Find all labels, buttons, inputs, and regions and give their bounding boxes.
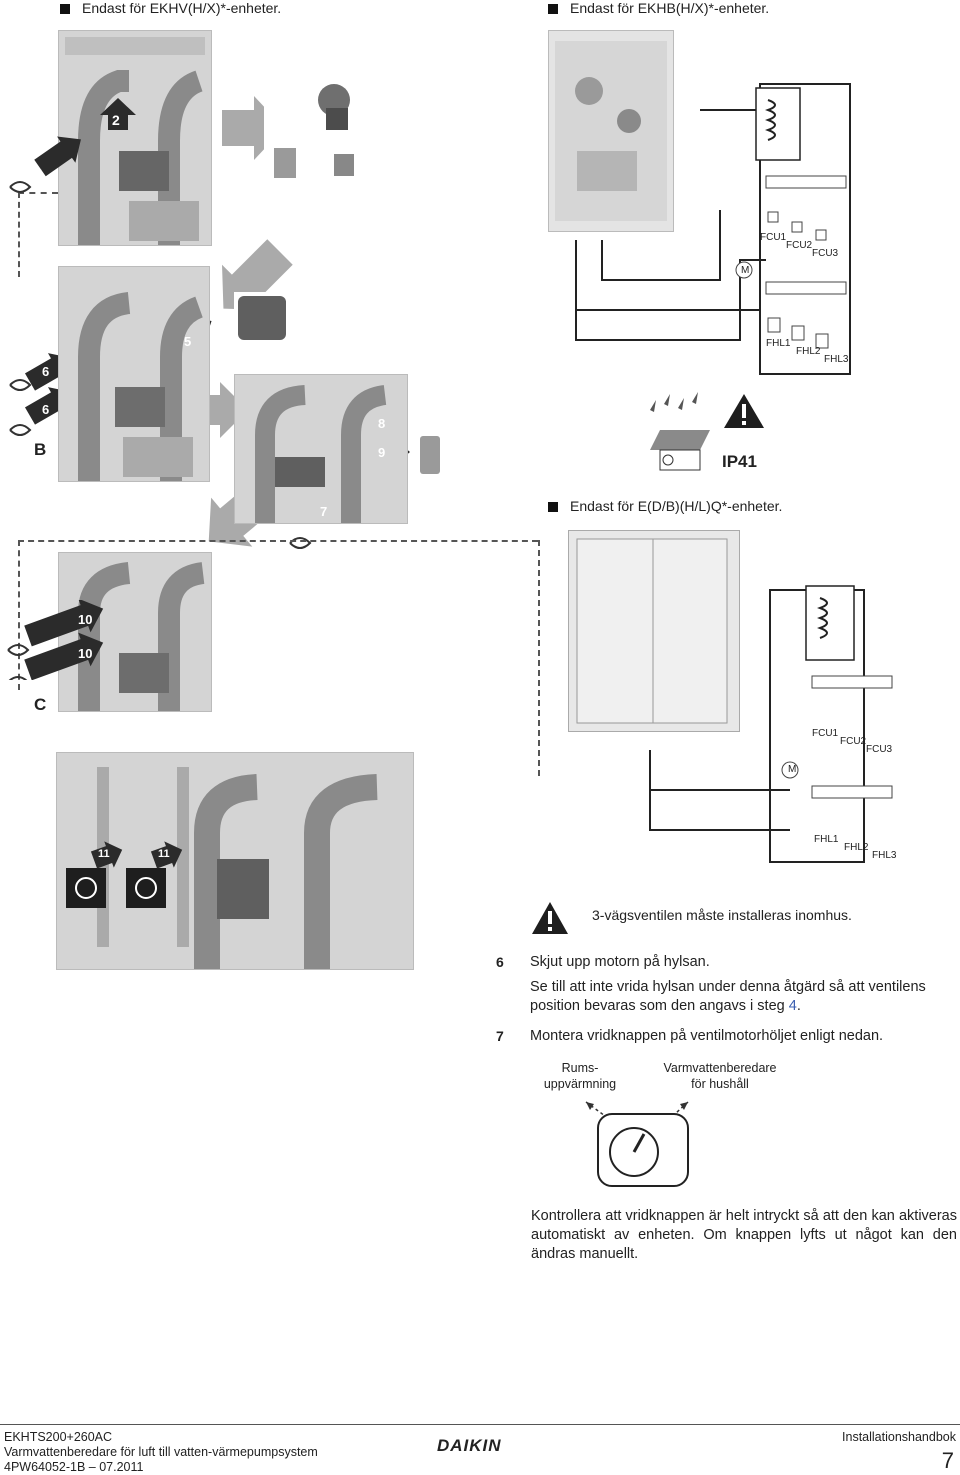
warning-icon — [532, 902, 568, 934]
figure-valve-install-photo — [234, 374, 408, 524]
page-number: 7 — [941, 1448, 954, 1473]
figure-valve-removal-photo-1 — [58, 30, 212, 246]
fcu3-label: FCU3 — [812, 248, 839, 259]
label-10a: 10 — [78, 612, 93, 627]
label-3: 3 — [302, 124, 310, 139]
fcu3-label-bottom: FCU3 — [866, 744, 893, 755]
valve-parts-illustration — [274, 84, 354, 178]
pipes-illustration — [235, 375, 407, 523]
fhl3-label: FHL3 — [824, 354, 849, 365]
step-6-title: Skjut upp motorn på hylsan. — [530, 954, 710, 970]
label-C: C — [34, 695, 47, 714]
knob-right-label: Varmvattenberedare för hushåll — [663, 1061, 777, 1091]
label-6a: 6 — [42, 364, 50, 379]
label-B: B — [34, 440, 47, 459]
figure-annotations-11 — [66, 841, 183, 908]
figure-annotations-c — [7, 600, 104, 680]
ip41-label: IP41 — [722, 452, 757, 471]
pipes-illustration — [59, 553, 211, 711]
schematic-bottom — [649, 585, 893, 863]
fcu2-label: FCU2 — [786, 240, 813, 251]
motor-label-bottom: M — [788, 764, 797, 775]
step-7-title: Montera vridknappen på ventilmotorhöljet… — [530, 1028, 884, 1044]
bullet-square-icon — [60, 4, 70, 14]
fcu2-label-bottom: FCU2 — [840, 736, 867, 747]
step-6-number: 6 — [496, 954, 504, 970]
rain-warning-illustration — [650, 392, 764, 471]
label-7: 7 — [320, 504, 328, 519]
bullet-square-icon — [548, 502, 558, 512]
header-edbhlq: Endast för E(D/B)(H/L)Q*-enheter. — [548, 498, 782, 514]
knob-left-label: Rums- uppvärmning — [543, 1061, 617, 1091]
label-8: 8 — [378, 416, 386, 431]
footer-manual: Installationshandbok — [842, 1430, 956, 1444]
label-2: 2 — [112, 112, 120, 128]
figure-motor-part — [234, 292, 290, 348]
label-11b: 11 — [158, 848, 170, 860]
fcu1-label: FCU1 — [760, 232, 787, 243]
label-5: 5 — [184, 334, 192, 349]
dashed-leader — [18, 540, 538, 542]
schematic-top — [575, 83, 851, 375]
label-4: 4 — [310, 164, 318, 179]
motor-illustration — [238, 296, 286, 340]
pipes-illustration — [59, 267, 209, 481]
fhl1-label-bottom: FHL1 — [814, 834, 839, 845]
label-11a: 11 — [98, 848, 110, 860]
dashed-leader — [18, 540, 20, 690]
header-ekhb: Endast för EKHB(H/X)*-enheter. — [548, 0, 769, 16]
footer-model: EKHTS200+260AC — [4, 1430, 113, 1444]
fhl2-label: FHL2 — [796, 346, 821, 357]
footer-doc: 4PW64052-1B – 07.2011 — [4, 1460, 144, 1474]
unit-internals-illustration — [555, 41, 667, 221]
pipes-illustration — [59, 31, 211, 245]
figure-valve-final-photo — [58, 552, 212, 712]
footer-rule — [0, 1424, 960, 1425]
fhl3-label-bottom: FHL3 — [872, 850, 897, 861]
figure-valve-parts — [264, 78, 354, 188]
daikin-logo: DAIKIN — [437, 1436, 502, 1455]
label-10b: 10 — [78, 646, 93, 661]
label-9: 9 — [378, 445, 386, 460]
step-6-note: Se till att inte vrida hylsan under denn… — [530, 979, 926, 1014]
dashed-leader — [538, 540, 540, 776]
step-7-number: 7 — [496, 1028, 504, 1044]
footer-title: Varmvattenberedare för luft till vatten-… — [4, 1445, 318, 1459]
motor-label: M — [741, 265, 750, 276]
footer-right: Installationshandbok — [842, 1430, 956, 1445]
figure-valve-removal-photo-2 — [58, 266, 210, 482]
figure-sleeve-part — [414, 432, 446, 478]
check-text: Kontrollera att vridknappen är helt intr… — [531, 1208, 957, 1262]
label-6b: 6 — [42, 402, 50, 417]
knob-illustration — [585, 1101, 689, 1187]
step-link[interactable]: 4 — [788, 998, 797, 1014]
footer-left: EKHTS200+260AC Varmvattenberedare för lu… — [4, 1430, 318, 1475]
dashed-leader — [18, 192, 20, 277]
unit-outdoor-illustration — [568, 530, 740, 732]
warning-text: 3-vägsventilen måste installeras inomhus… — [592, 907, 852, 923]
dashed-leader — [18, 192, 58, 194]
fhl1-label: FHL1 — [766, 338, 791, 349]
label-1: 1 — [36, 166, 44, 182]
fhl2-label-bottom: FHL2 — [844, 842, 869, 853]
header-ekhv: Endast för EKHV(H/X)*-enheter. — [60, 0, 281, 16]
outdoor-unit-illustration — [576, 538, 728, 724]
bullet-square-icon — [548, 4, 558, 14]
sleeve-illustration — [420, 436, 440, 474]
fcu1-label-bottom: FCU1 — [812, 728, 839, 739]
unit-ekhb-illustration — [548, 30, 674, 232]
